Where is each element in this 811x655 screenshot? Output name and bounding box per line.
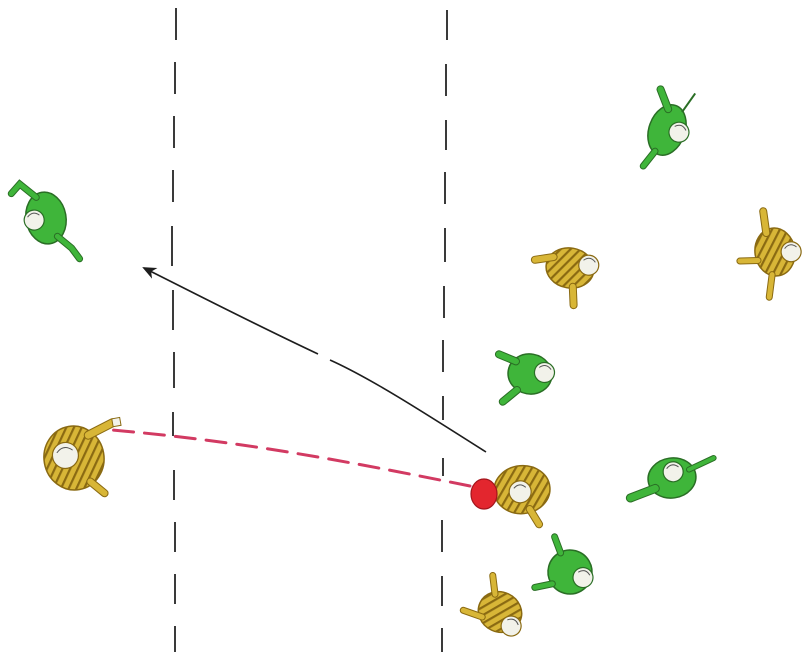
player-yellow-right bbox=[734, 207, 807, 301]
player-green-bottom bbox=[535, 535, 601, 601]
dashed-pass-line bbox=[112, 430, 470, 486]
player-green-middle bbox=[491, 348, 557, 409]
player-green-left bbox=[10, 176, 80, 268]
player-green-right bbox=[626, 452, 719, 504]
player-yellow-upper bbox=[528, 242, 601, 308]
player-yellow-ball-carrier bbox=[492, 463, 553, 528]
player-yellow-bottom bbox=[461, 570, 537, 641]
field-line-left bbox=[172, 8, 176, 652]
run-arrow bbox=[144, 268, 486, 452]
ball-icon bbox=[471, 479, 497, 509]
player-green-top bbox=[634, 82, 703, 177]
field-line-right bbox=[442, 10, 447, 652]
